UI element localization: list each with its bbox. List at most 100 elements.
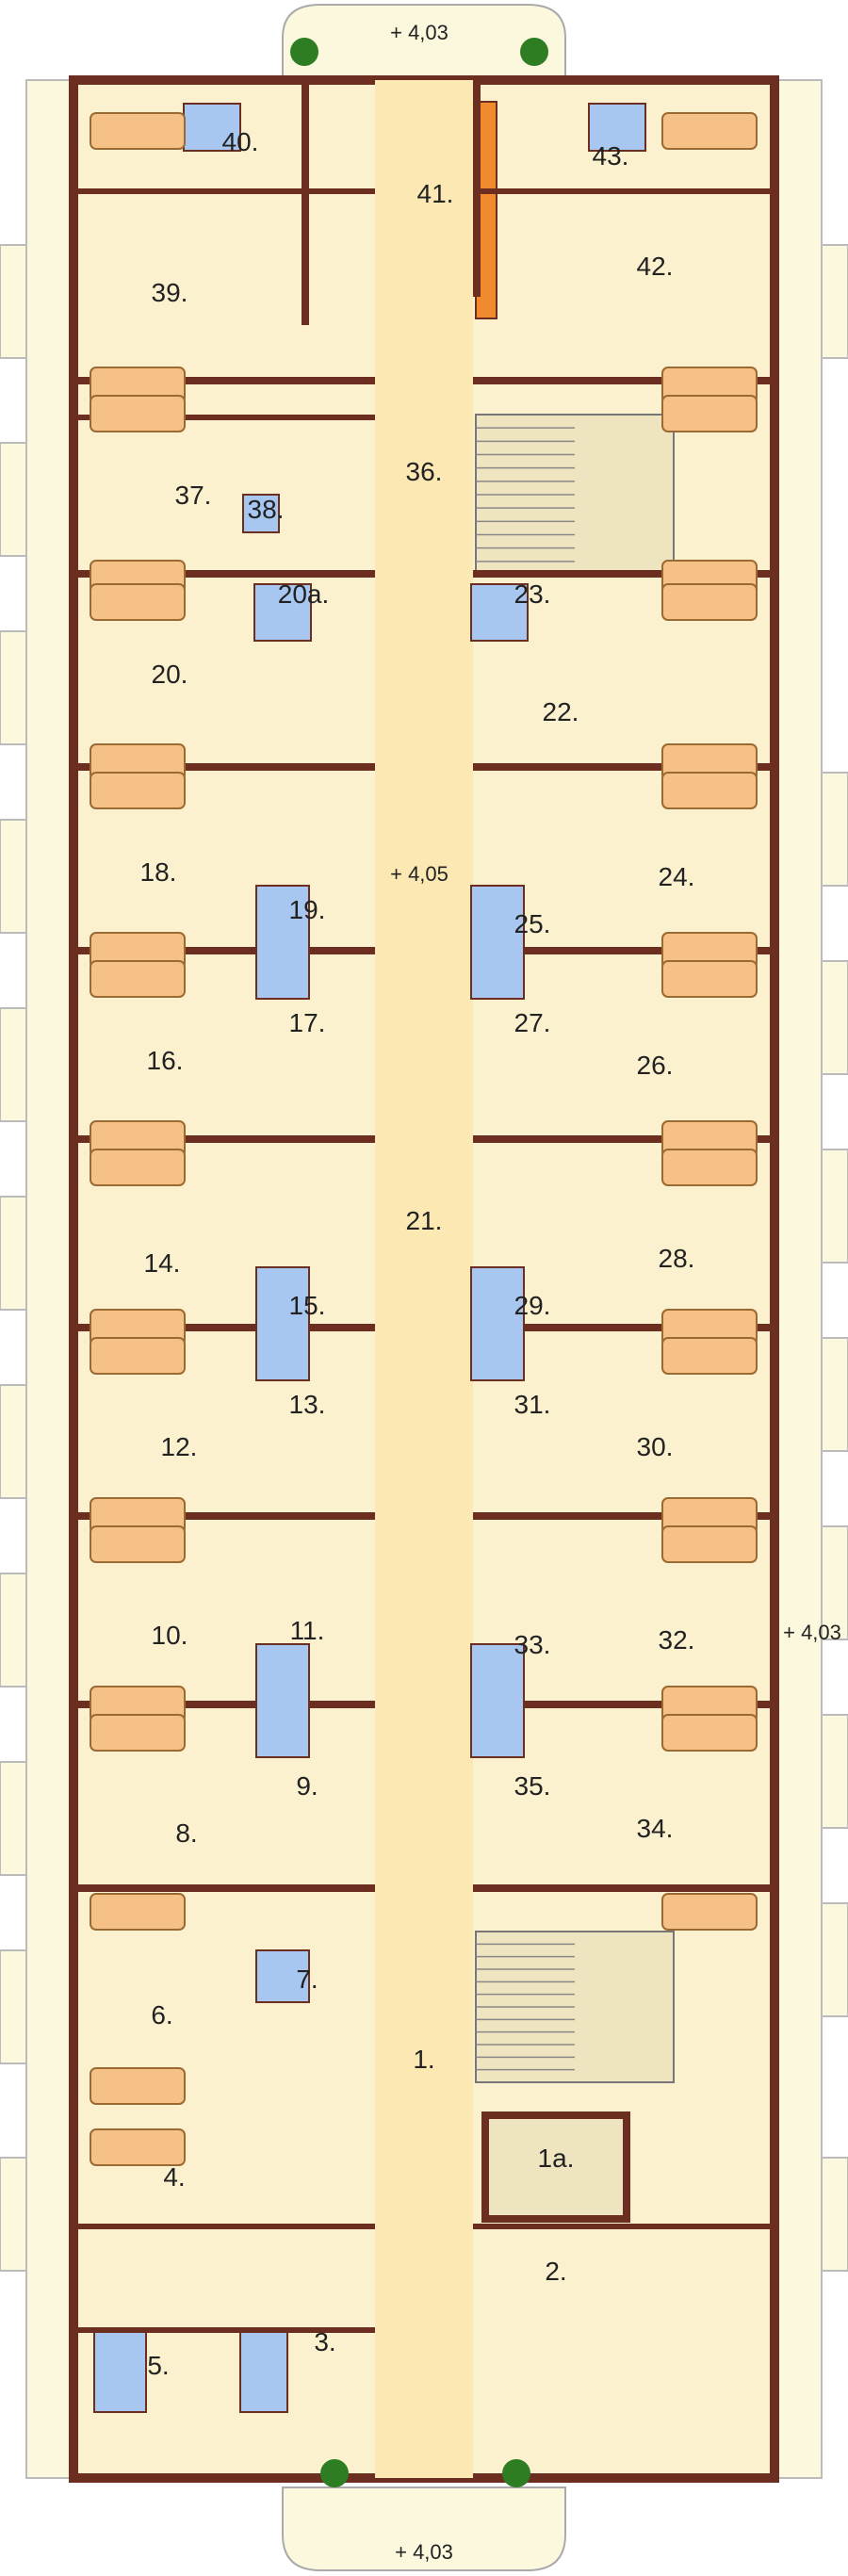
bed [661, 112, 758, 150]
staircase-bottom [475, 1931, 675, 2083]
bed [90, 1149, 186, 1186]
bed [661, 395, 758, 432]
partition-wall [473, 1512, 775, 1520]
bed [661, 960, 758, 998]
bed [661, 583, 758, 621]
room-label: 17. [289, 1008, 326, 1037]
bathroom-tiles [470, 1266, 525, 1381]
partition-wall [473, 188, 775, 194]
room-label: 33. [514, 1630, 551, 1659]
partition-wall [473, 1135, 775, 1143]
room-label: 37. [175, 481, 212, 510]
bed [661, 1893, 758, 1931]
room-label: 20. [152, 660, 188, 689]
partition-wall [73, 570, 375, 578]
partition-wall [73, 1884, 375, 1892]
bed [90, 2128, 186, 2166]
level-markers: + 4,03+ 4,05+ 4,03+ 4,03 [390, 21, 841, 2564]
partition-wall [73, 2224, 375, 2229]
room-label: 26. [637, 1051, 674, 1080]
bed [661, 1337, 758, 1375]
partition-walls [73, 80, 775, 2333]
partition-wall [473, 377, 775, 384]
partition-wall [73, 1512, 375, 1520]
room-label: 19. [289, 895, 326, 924]
balconies [0, 79, 848, 2479]
room-label: 31. [514, 1390, 551, 1419]
partition-wall [73, 1135, 375, 1143]
bed [661, 1525, 758, 1563]
bathroom-tiles [255, 1949, 310, 2003]
bathroom-tiles [183, 103, 241, 152]
room-label: 3. [314, 2327, 335, 2356]
room-label: 32. [659, 1625, 695, 1655]
bathroom-tiles [239, 2331, 288, 2413]
partition-wall [302, 80, 309, 325]
bed [90, 112, 186, 150]
room-label: 38. [248, 495, 285, 524]
room-label: 42. [637, 252, 674, 281]
room-label: 6. [151, 2000, 172, 2030]
room-label: 36. [406, 457, 443, 486]
partition-wall [73, 1701, 375, 1708]
beds [90, 112, 758, 2166]
room-labels: 1.1a.2.3.4.5.6.7.8.9.10.11.12.13.14.15.1… [140, 127, 695, 2380]
bathroom-tiles [253, 583, 312, 642]
room-label: 8. [175, 1818, 197, 1848]
bed [661, 1149, 758, 1186]
room-label: 40. [222, 127, 259, 156]
room-label: 12. [161, 1432, 198, 1461]
room-label: 29. [514, 1291, 551, 1320]
bathroom-tiles [242, 494, 280, 533]
bed [661, 772, 758, 809]
room-label: 7. [296, 1965, 318, 1994]
room-label: 43. [593, 141, 629, 171]
room-label: 39. [152, 278, 188, 307]
room-label: 1a. [538, 2144, 575, 2173]
bathroom-tiles [255, 1643, 310, 1758]
bathroom-tiles [470, 583, 529, 642]
bed [90, 1893, 186, 1931]
staircase-top [475, 414, 675, 576]
room-label: 9. [296, 1771, 318, 1801]
bottom-terrace [282, 2486, 566, 2571]
level-marker: + 4,03 [783, 1621, 841, 1644]
bathroom-tiles [470, 1643, 525, 1758]
room-label: 21. [406, 1206, 443, 1235]
bathrooms [93, 103, 646, 2413]
room-label: 22. [543, 697, 579, 726]
bed [90, 960, 186, 998]
room-label: 34. [637, 1814, 674, 1843]
room-label: 11. [290, 1616, 325, 1645]
room-label: 25. [514, 909, 551, 938]
partition-wall [73, 1324, 375, 1331]
room-label: 13. [289, 1390, 326, 1419]
bathroom-tiles [255, 885, 310, 1000]
partition-wall [73, 188, 375, 194]
partition-wall [73, 2327, 375, 2333]
level-marker: + 4,05 [390, 862, 448, 886]
partition-wall [473, 80, 481, 297]
lift-shaft [481, 2111, 630, 2223]
bed [90, 1337, 186, 1375]
plant-icon [320, 2459, 349, 2487]
bathroom-tiles [588, 103, 646, 152]
top-terrace [282, 4, 566, 81]
bathroom-tiles [93, 2331, 147, 2413]
bed [90, 2067, 186, 2105]
room-label: 23. [514, 579, 551, 609]
bed [90, 772, 186, 809]
bathroom-tiles [470, 885, 525, 1000]
room-label: 35. [514, 1771, 551, 1801]
partition-wall [73, 377, 375, 384]
partition-wall [473, 2224, 775, 2229]
level-marker: + 4,03 [390, 21, 448, 44]
partition-wall [473, 1884, 775, 1892]
bathroom-tiles [255, 1266, 310, 1381]
bed [90, 395, 186, 432]
partition-wall [473, 763, 775, 771]
bed [90, 583, 186, 621]
room-label: 16. [147, 1046, 184, 1075]
partition-wall [73, 947, 375, 954]
